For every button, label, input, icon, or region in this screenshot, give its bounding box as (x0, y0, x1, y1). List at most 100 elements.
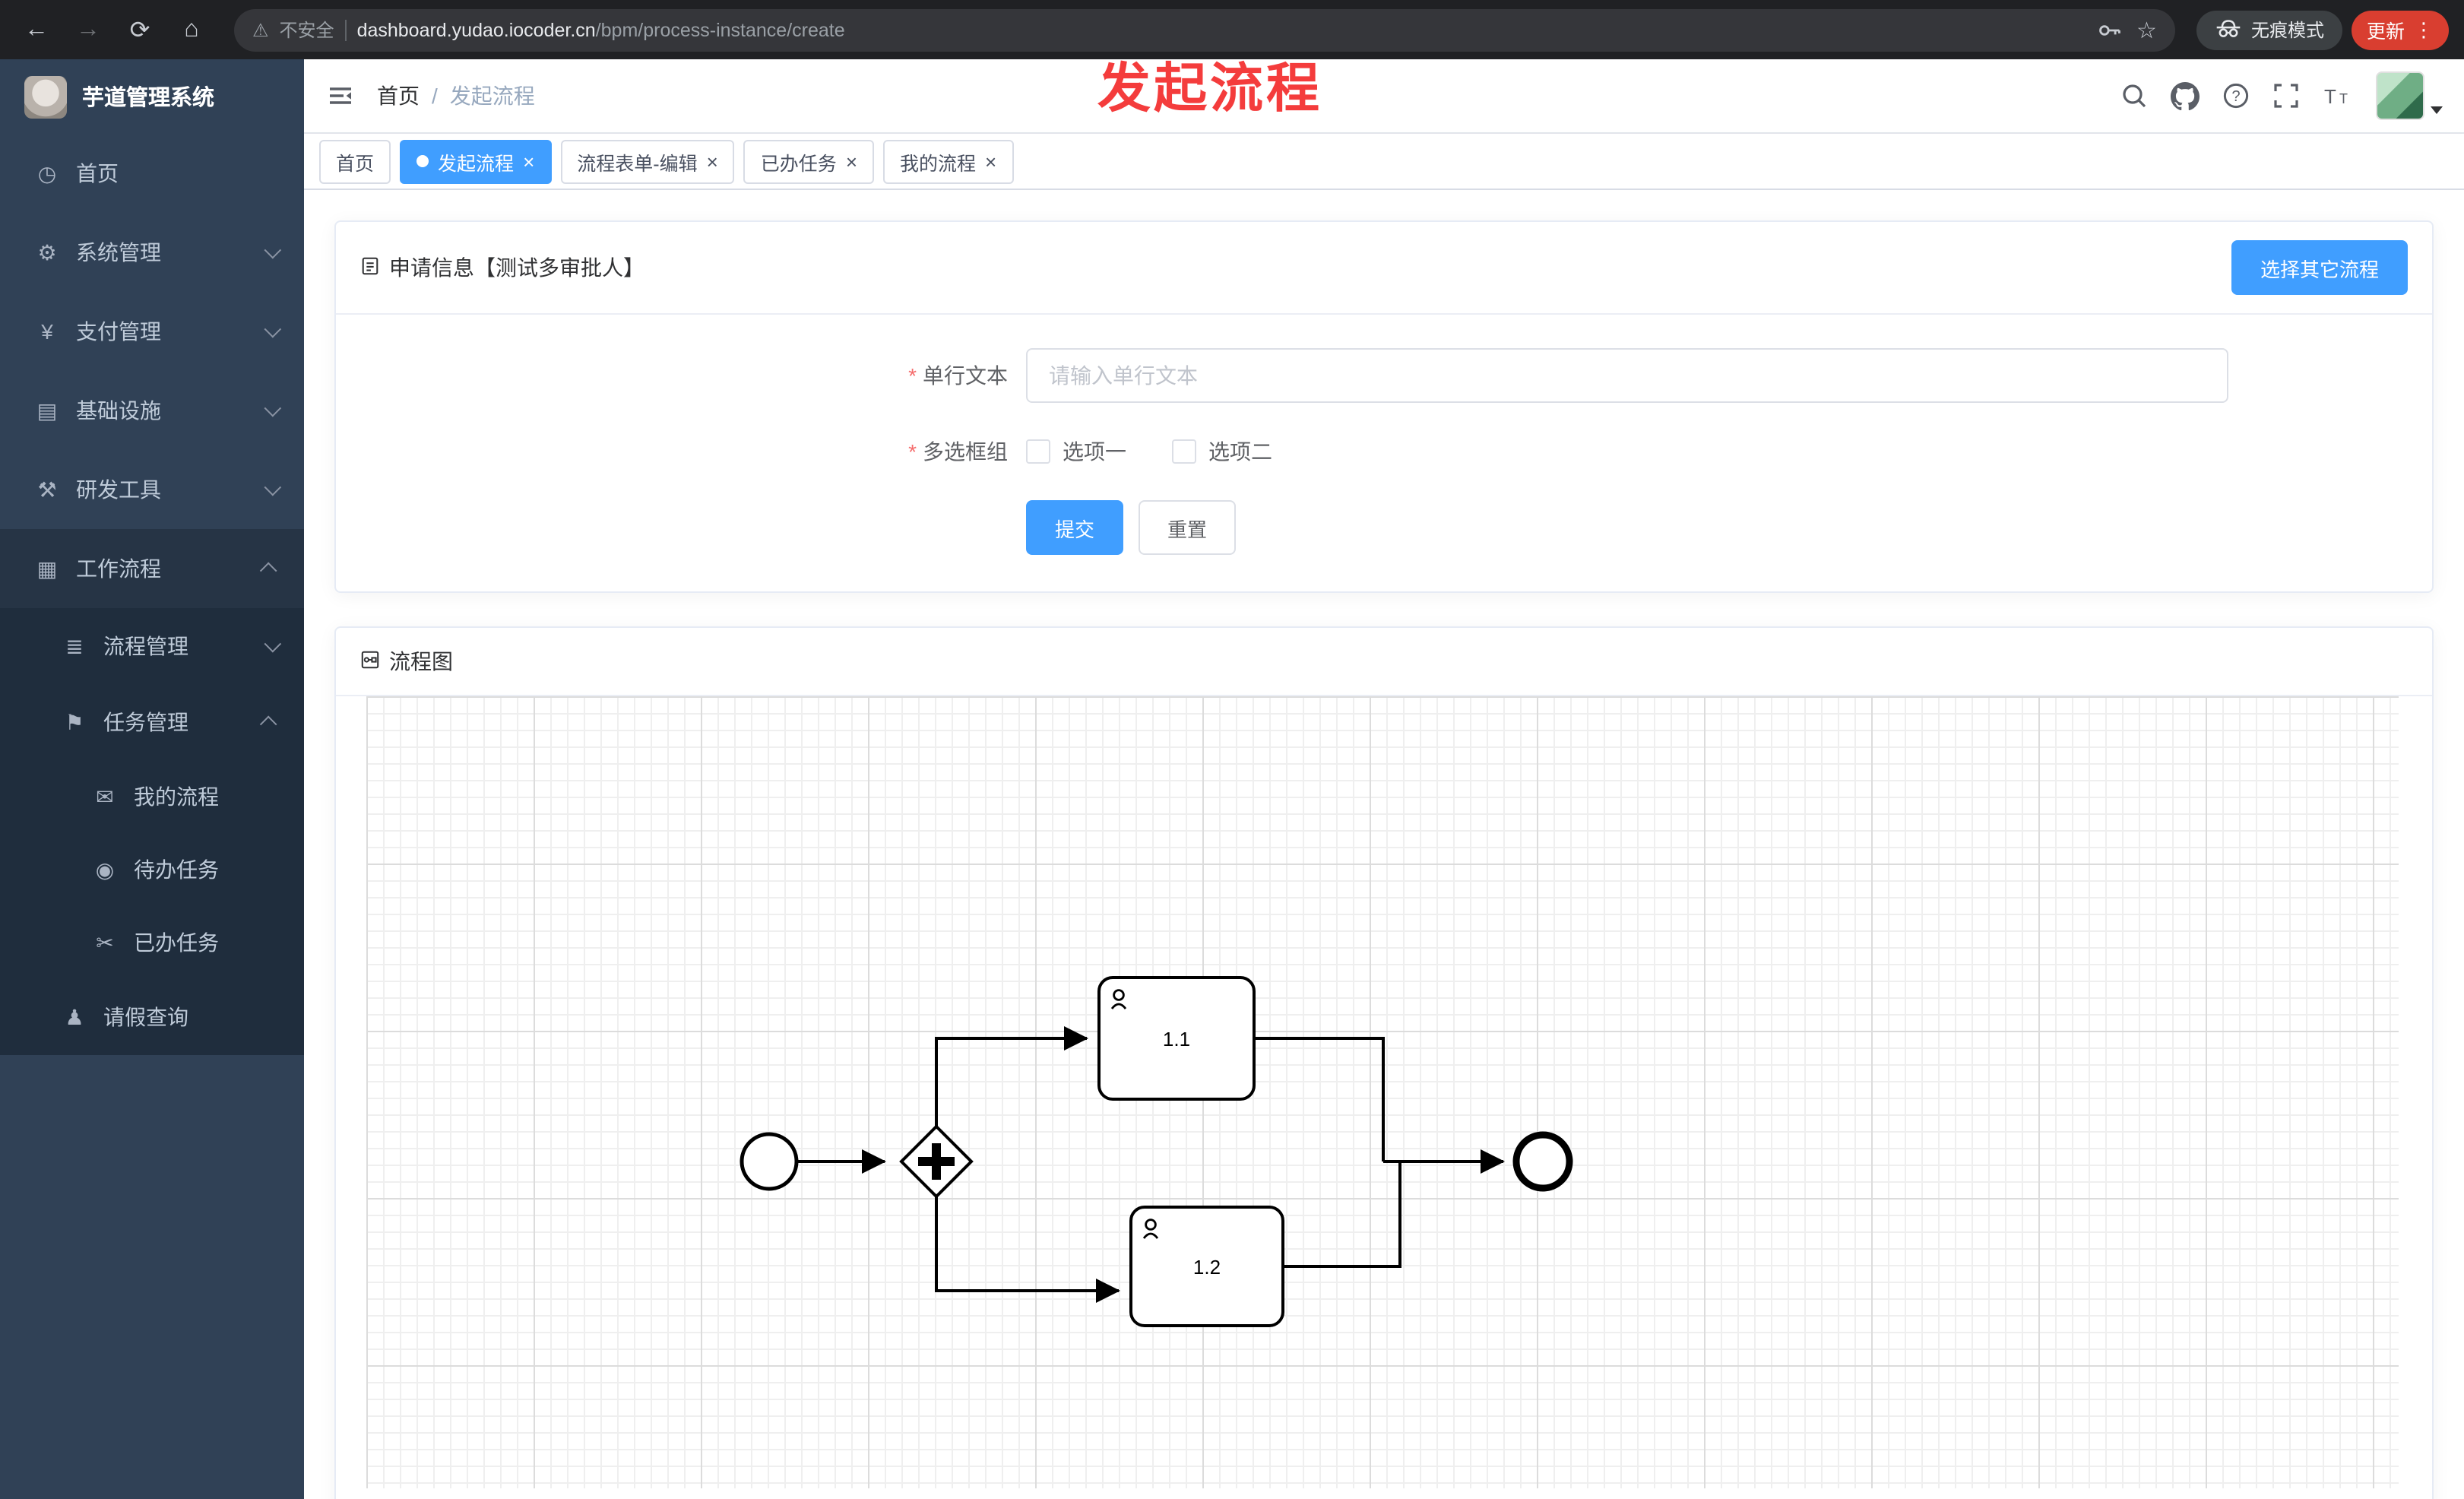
submit-button[interactable]: 提交 (1026, 500, 1124, 555)
checkbox-group-label: *多选框组 (908, 439, 1008, 464)
caret-down-icon[interactable] (2431, 106, 2443, 114)
sidebar-item-label: 请假查询 (103, 1005, 188, 1029)
tab-my-process[interactable]: 我的流程 × (883, 139, 1014, 183)
close-icon[interactable]: × (706, 150, 718, 173)
key-icon[interactable] (2097, 17, 2121, 42)
diagram-canvas[interactable]: 1.1 1.2 (366, 696, 2399, 1488)
top-header: 首页 / 发起流程 ? (304, 59, 2464, 134)
sidebar-item-system-management[interactable]: ⚙ 系统管理 (0, 213, 304, 292)
sidebar-item-label: 基础设施 (76, 398, 161, 423)
tab-label: 已办任务 (760, 153, 837, 174)
user-icon (1110, 989, 1127, 1009)
sidebar-item-label: 我的流程 (134, 784, 219, 809)
breadcrumb-home[interactable]: 首页 (377, 84, 420, 108)
checkbox-label: 选项一 (1063, 439, 1126, 464)
github-icon[interactable] (2171, 81, 2200, 110)
process-management-icon: ≣ (65, 633, 84, 658)
sidebar-item-todo-task[interactable]: ◉ 待办任务 (0, 833, 304, 906)
update-button[interactable]: 更新 ⋮ (2351, 10, 2449, 49)
user-task-1-1: 1.1 (1097, 976, 1256, 1101)
search-icon[interactable] (2120, 82, 2148, 109)
process-diagram-card: 流程图 (334, 626, 2434, 1499)
sidebar-item-label: 待办任务 (134, 857, 219, 882)
checkbox-option-1[interactable]: 选项一 (1026, 436, 1126, 467)
application-info-card: 申请信息【测试多审批人】 选择其它流程 *单行文本 (334, 220, 2434, 593)
flow-gateway-to-task2 (935, 1196, 1120, 1303)
browser-menu-icon[interactable]: ⋮ (2414, 17, 2434, 40)
leave-query-icon: ♟ (65, 1004, 84, 1028)
app-title: 芋道管理系统 (82, 87, 214, 111)
select-other-process-button[interactable]: 选择其它流程 (2231, 240, 2408, 295)
reset-button[interactable]: 重置 (1139, 500, 1237, 555)
sidebar-item-task-management[interactable]: ⚑ 任务管理 (0, 684, 304, 760)
chevron-down-icon (264, 635, 282, 653)
flow-gateway-to-task1 (935, 1026, 1088, 1127)
task-label: 1.2 (1193, 1256, 1221, 1279)
sidebar-item-done-task[interactable]: ✂ 已办任务 (0, 906, 304, 979)
svg-text:T: T (2339, 91, 2348, 106)
required-mark: * (908, 439, 917, 464)
checkbox-icon[interactable] (1026, 439, 1050, 464)
user-icon (1142, 1219, 1159, 1239)
sidebar-item-home[interactable]: ◷ 首页 (0, 134, 304, 213)
sidebar: 芋道管理系统 ◷ 首页 ⚙ 系统管理 ¥ 支付管理 ▤ 基础设施 (0, 59, 304, 1499)
back-icon[interactable]: ← (24, 16, 49, 42)
bpmn-diagram: 1.1 1.2 (740, 976, 1573, 1327)
single-text-input[interactable] (1026, 348, 2228, 403)
sidebar-item-dev-tools[interactable]: ⚒ 研发工具 (0, 450, 304, 529)
main-content: 申请信息【测试多审批人】 选择其它流程 *单行文本 (304, 190, 2464, 1499)
breadcrumb-separator: / (432, 84, 438, 108)
sidebar-item-label: 研发工具 (76, 477, 161, 502)
infrastructure-icon: ▤ (36, 398, 58, 422)
sidebar-item-label: 支付管理 (76, 319, 161, 344)
reload-icon[interactable]: ⟳ (129, 17, 150, 43)
tab-home[interactable]: 首页 (319, 139, 391, 183)
home-icon[interactable]: ⌂ (184, 16, 199, 42)
close-icon[interactable]: × (845, 150, 857, 173)
hamburger-icon[interactable] (325, 82, 356, 109)
yen-icon: ¥ (41, 319, 53, 344)
chevron-up-icon (259, 562, 277, 580)
task-management-icon: ⚑ (65, 709, 84, 734)
forward-icon[interactable]: → (76, 16, 100, 42)
tab-start-process[interactable]: 发起流程 × (400, 139, 552, 183)
dashboard-icon: ◷ (37, 160, 57, 185)
fullscreen-icon[interactable] (2272, 82, 2300, 109)
parallel-gateway (899, 1124, 974, 1199)
chevron-down-icon (264, 241, 282, 259)
svg-text:?: ? (2231, 88, 2240, 105)
sidebar-item-payment-management[interactable]: ¥ 支付管理 (0, 292, 304, 371)
sidebar-item-label: 流程管理 (103, 634, 188, 658)
sidebar-item-infrastructure[interactable]: ▤ 基础设施 (0, 371, 304, 450)
chevron-up-icon (259, 715, 277, 734)
help-icon[interactable]: ? (2222, 82, 2250, 109)
tab-label: 发起流程 (438, 153, 515, 174)
logo-image (24, 75, 67, 118)
browser-toolbar: ← → ⟳ ⌂ ⚠ 不安全 dashboard.yudao.iocoder.cn… (0, 0, 2464, 59)
close-icon[interactable]: × (985, 150, 997, 173)
tools-icon: ⚒ (37, 477, 57, 501)
sidebar-item-workflow[interactable]: ▦ 工作流程 (0, 529, 304, 608)
sidebar-item-label: 已办任务 (134, 930, 219, 955)
bookmark-star-icon[interactable]: ☆ (2136, 17, 2157, 43)
tab-done-task[interactable]: 已办任务 × (743, 139, 874, 183)
address-bar[interactable]: ⚠ 不安全 dashboard.yudao.iocoder.cn/bpm/pro… (234, 8, 2175, 51)
close-icon[interactable]: × (523, 150, 535, 173)
sidebar-item-process-management[interactable]: ≣ 流程管理 (0, 608, 304, 684)
incognito-icon (2215, 17, 2242, 42)
security-label[interactable]: 不安全 (279, 20, 334, 41)
flow-task2-out (1283, 1161, 1401, 1268)
svg-text:T: T (2324, 85, 2336, 108)
logo[interactable]: 芋道管理系统 (0, 59, 304, 134)
my-process-icon: ✉ (96, 784, 114, 808)
user-avatar[interactable] (2376, 71, 2424, 120)
sidebar-item-my-process[interactable]: ✉ 我的流程 (0, 760, 304, 833)
done-task-icon: ✂ (96, 930, 114, 954)
sidebar-item-leave-query[interactable]: ♟ 请假查询 (0, 979, 304, 1055)
checkbox-icon[interactable] (1172, 439, 1196, 464)
sidebar-item-label: 任务管理 (103, 710, 188, 734)
checkbox-option-2[interactable]: 选项二 (1172, 436, 1272, 467)
tab-process-form-edit[interactable]: 流程表单-编辑 × (560, 139, 735, 183)
